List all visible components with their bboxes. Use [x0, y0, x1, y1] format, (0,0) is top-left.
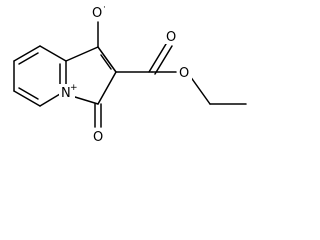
molecule-structure: O · N + O O O — [13, 3, 247, 145]
bond-c3-n — [74, 96, 99, 105]
atom-n-ring-charge: + — [70, 83, 78, 93]
pyridine-ring — [13, 45, 67, 107]
atom-o-keto: O — [93, 130, 103, 145]
bond-c1-c2 — [97, 46, 117, 73]
bond-c-ester-o-carbonyl — [148, 43, 167, 73]
atom-o-ester-ether: O — [179, 66, 189, 81]
bond-c7-c7-inner — [18, 52, 39, 65]
bond-c1-c2-inner — [100, 54, 112, 70]
bond-c8a-c8 — [39, 45, 67, 62]
atom-o-radical-mark: · — [103, 3, 106, 13]
bond-c2-c3 — [97, 71, 117, 105]
atom-o-ester-carbonyl: O — [166, 30, 176, 45]
bond-c6-c5 — [13, 90, 41, 107]
bond-c5-n — [39, 93, 61, 107]
bond-c8-c7 — [13, 45, 41, 62]
atom-labels: O · N + O O O — [59, 3, 192, 145]
substituents — [94, 21, 247, 128]
bond-c-ester-o-carbonyl-2 — [154, 45, 173, 75]
bond-c6-c5-inner — [18, 87, 39, 100]
atom-o-radical: O — [92, 6, 102, 21]
pyrrolone-ring — [65, 46, 117, 105]
bond-c8a-c1 — [65, 46, 99, 62]
atom-n-ring: N — [61, 86, 71, 101]
bond-o-ether-ch2 — [189, 75, 211, 105]
